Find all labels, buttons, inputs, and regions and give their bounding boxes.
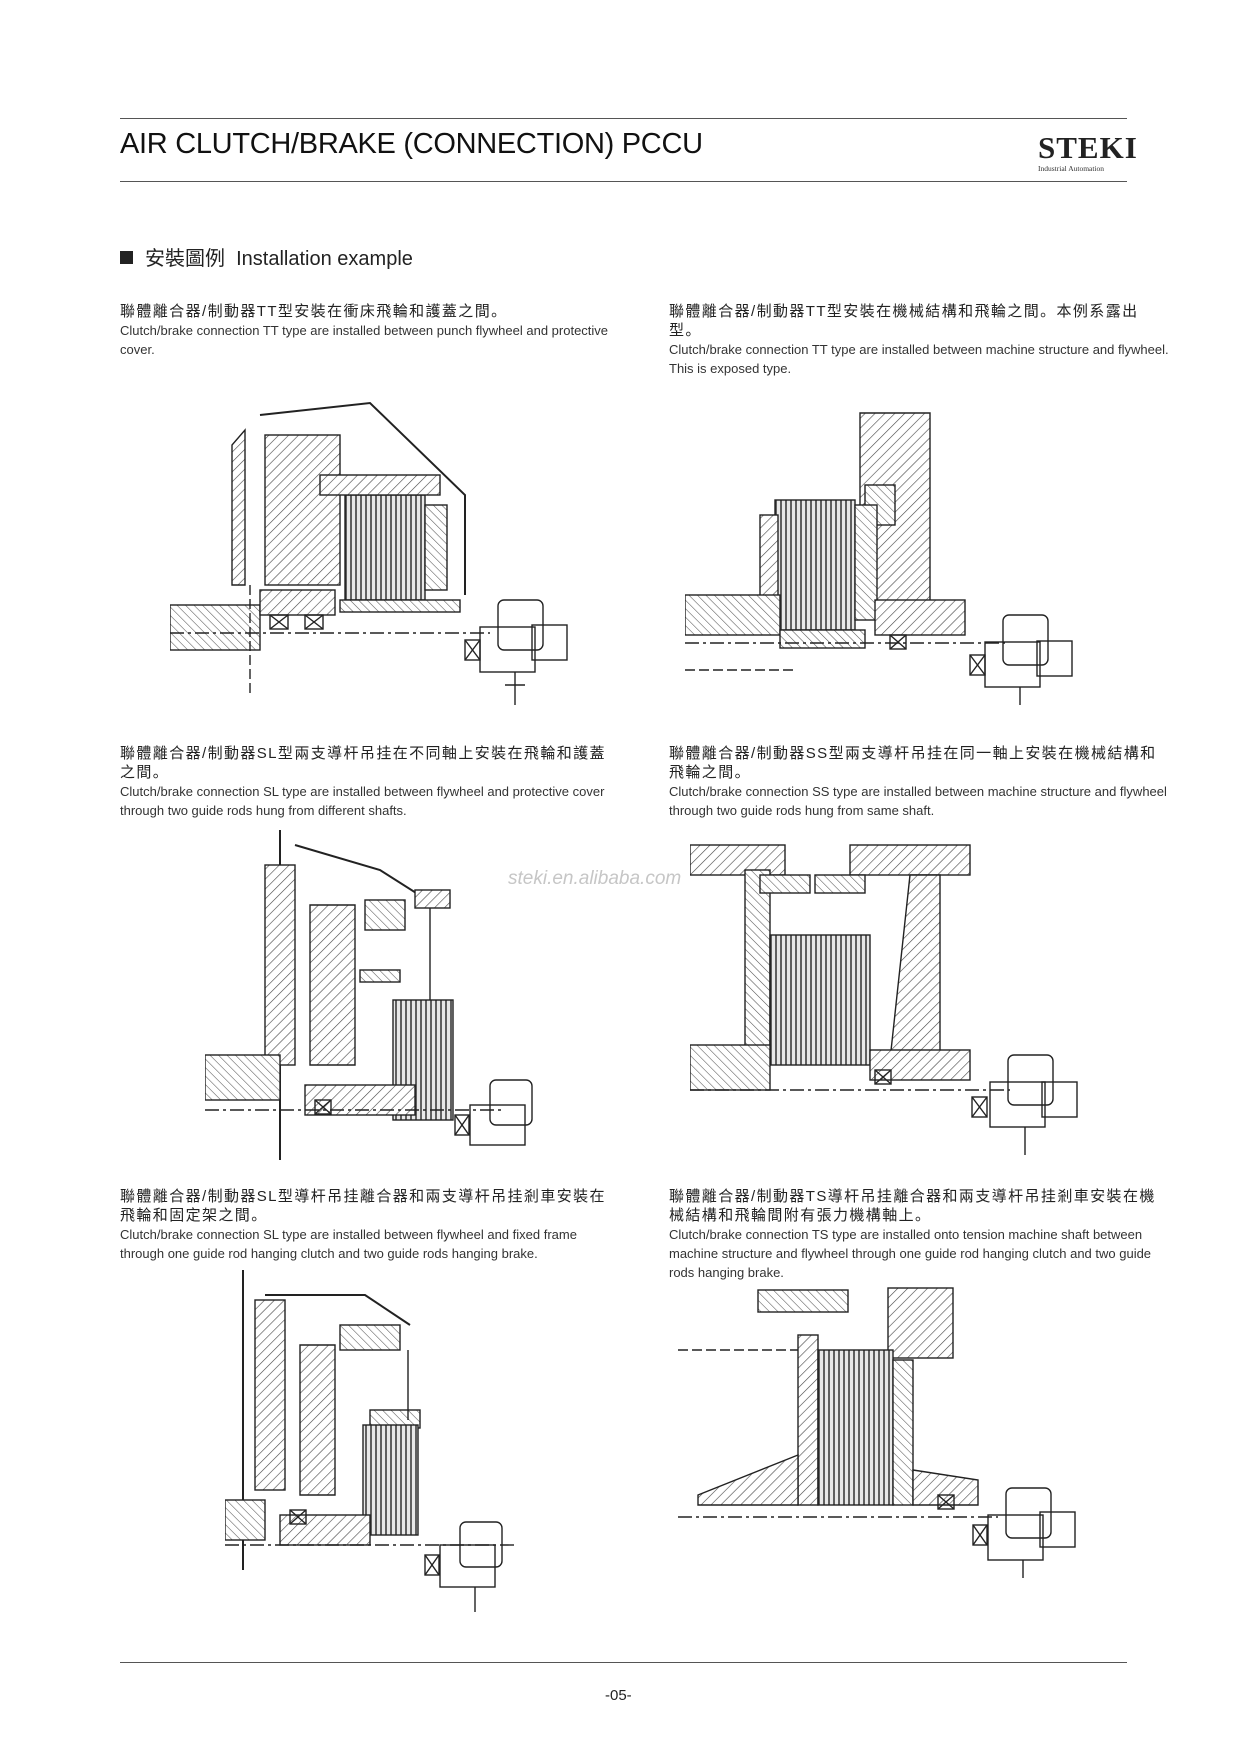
square-bullet-icon	[120, 251, 133, 264]
caption-en: Clutch/brake connection TT type are inst…	[120, 323, 609, 357]
example-caption-6: 聯體離合器/制動器TS導杆吊挂離合器和兩支導杆吊挂剎車安裝在機械結構和飛輪間附有…	[669, 1187, 1169, 1282]
installation-drawing-6	[678, 1280, 1118, 1580]
caption-zh: 聯體離合器/制動器SL型兩支導杆吊挂在不同軸上安裝在飛輪和護蓋之間。	[120, 745, 606, 781]
page-title: AIR CLUTCH/BRAKE (CONNECTION) PCCU	[120, 128, 703, 160]
section-title-en: Installation example	[236, 248, 413, 270]
caption-en: Clutch/brake connection TT type are inst…	[669, 342, 1169, 376]
example-caption-1: 聯體離合器/制動器TT型安裝在衝床飛輪和護蓋之間。 Clutch/brake c…	[120, 302, 620, 359]
caption-en: Clutch/brake connection TS type are inst…	[669, 1227, 1152, 1280]
installation-drawing-2	[685, 405, 1115, 710]
caption-zh: 聯體離合器/制動器SL型導杆吊挂離合器和兩支導杆吊挂剎車安裝在飛輪和固定架之間。	[120, 1188, 606, 1224]
installation-drawing-5	[225, 1270, 585, 1615]
installation-drawing-4	[690, 835, 1120, 1165]
steki-logo: STEKI Industrial Automation	[1038, 130, 1138, 174]
logo-tagline: Industrial Automation	[1038, 164, 1105, 173]
example-caption-4: 聯體離合器/制動器SS型兩支導杆吊挂在同一軸上安裝在機械結構和飛輪之間。 Clu…	[669, 744, 1169, 820]
logo-brand: STEKI	[1038, 130, 1138, 165]
footer-rule	[120, 1662, 1127, 1663]
section-title-zh: 安裝圖例	[145, 248, 225, 270]
caption-en: Clutch/brake connection SL type are inst…	[120, 784, 605, 818]
installation-drawing-3	[205, 830, 585, 1160]
example-caption-3: 聯體離合器/制動器SL型兩支導杆吊挂在不同軸上安裝在飛輪和護蓋之間。 Clutc…	[120, 744, 620, 820]
caption-zh: 聯體離合器/制動器TS導杆吊挂離合器和兩支導杆吊挂剎車安裝在機械結構和飛輪間附有…	[669, 1188, 1156, 1224]
caption-zh: 聯體離合器/制動器TT型安裝在機械結構和飛輪之間。本例系露出型。	[669, 303, 1139, 339]
example-caption-5: 聯體離合器/制動器SL型導杆吊挂離合器和兩支導杆吊挂剎車安裝在飛輪和固定架之間。…	[120, 1187, 620, 1263]
watermark-text: steki.en.alibaba.com	[508, 868, 682, 889]
caption-en: Clutch/brake connection SS type are inst…	[669, 784, 1167, 818]
caption-zh: 聯體離合器/制動器SS型兩支導杆吊挂在同一軸上安裝在機械結構和飛輪之間。	[669, 745, 1157, 781]
caption-zh: 聯體離合器/制動器TT型安裝在衝床飛輪和護蓋之間。	[120, 303, 508, 320]
header-bottom-rule	[120, 181, 1127, 182]
page-number: -05-	[605, 1687, 632, 1704]
header-top-rule	[120, 118, 1127, 119]
example-caption-2: 聯體離合器/制動器TT型安裝在機械結構和飛輪之間。本例系露出型。 Clutch/…	[669, 302, 1169, 378]
caption-en: Clutch/brake connection SL type are inst…	[120, 1227, 577, 1261]
section-heading: 安裝圖例 Installation example	[120, 242, 413, 271]
installation-drawing-1	[170, 395, 600, 710]
